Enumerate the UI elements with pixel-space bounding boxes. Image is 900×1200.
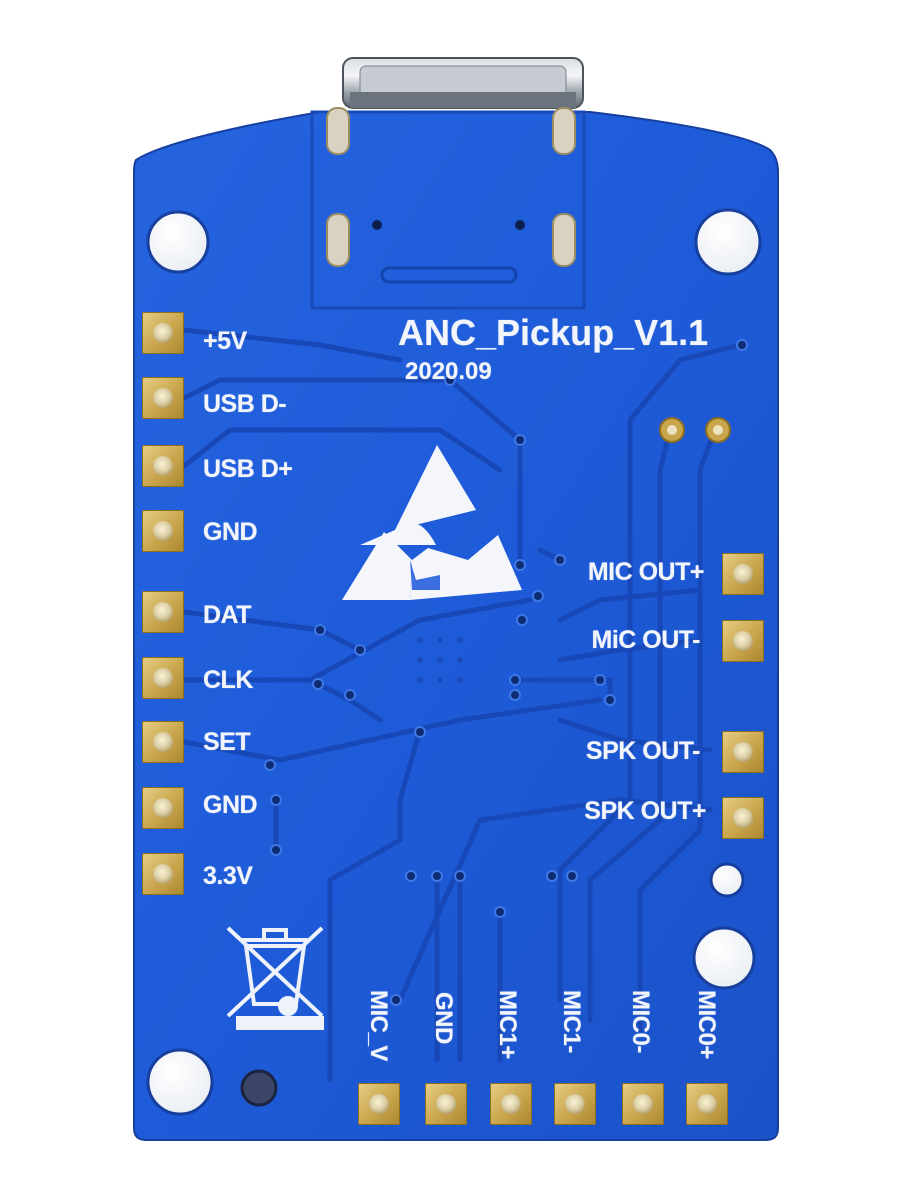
pad-set [142,721,184,763]
pad-3v3 [142,853,184,895]
left-pin-label: USB D+ [203,455,293,483]
bottom-pin-label: MIC1- [558,990,585,1053]
left-pin-label: DAT [203,601,252,629]
right-pin-label: MIC OUT+ [587,558,705,586]
mounting-holes [146,208,762,1116]
pad-usb-dminus [142,377,184,419]
mounting-hole-bottom-left [146,1048,214,1116]
left-pin-label: USB D- [203,390,287,418]
pad-5v [142,312,184,354]
bottom-pin-label: MIC0+ [693,990,720,1059]
copper-traces [181,327,743,1083]
usb-c-connector [342,57,584,109]
right-pin-label: SPK OUT+ [584,797,706,825]
pad-clk [142,657,184,699]
left-pin-label: +5V [203,327,247,355]
mounting-hole-top-right [694,208,762,276]
pad-gnd-bottom-row [425,1083,467,1125]
board-title: ANC_Pickup_V1.1 [398,312,709,353]
mounting-hole-top-left [146,210,210,274]
via-grid [417,637,463,683]
pad-mic-v [358,1083,400,1125]
pad-mic1-minus [554,1083,596,1125]
connector-shield-pads [326,107,576,267]
pad-dat [142,591,184,633]
weee-crossed-bin-icon [226,926,324,1030]
connector-footprint [310,110,586,310]
bottom-pin-label: MIC1+ [494,990,521,1059]
bottom-pin-label: MIC_V [365,990,392,1061]
pad-spk-out-minus [722,731,764,773]
esd-warning-icon [342,445,522,600]
left-pin-label: CLK [203,666,253,694]
pad-mic-out-plus [722,553,764,595]
pcb-board [133,111,779,1141]
left-pin-label: GND [203,791,258,819]
left-pin-label: 3.3V [203,862,253,890]
pad-mic1-plus [490,1083,532,1125]
mounting-hole-right [692,926,756,990]
right-pin-label: MiC OUT- [591,626,701,654]
bottom-pin-label: MIC0- [627,990,654,1053]
bottom-pin-label: GND [430,992,457,1044]
pad-usb-dplus [142,445,184,487]
vias [264,339,748,1006]
pad-spk-out-plus [722,797,764,839]
pad-gnd-bottom [142,787,184,829]
pad-mic0-minus [622,1083,664,1125]
small-hole-right [709,862,745,898]
left-pin-label: SET [203,728,251,756]
fiducial [240,1069,278,1107]
board-date: 2020.09 [405,358,492,385]
left-pin-label: GND [203,518,258,546]
pad-gnd-top [142,510,184,552]
pad-mic0-plus [686,1083,728,1125]
right-pin-label: SPK OUT- [585,737,701,765]
pad-mic-out-minus [722,620,764,662]
